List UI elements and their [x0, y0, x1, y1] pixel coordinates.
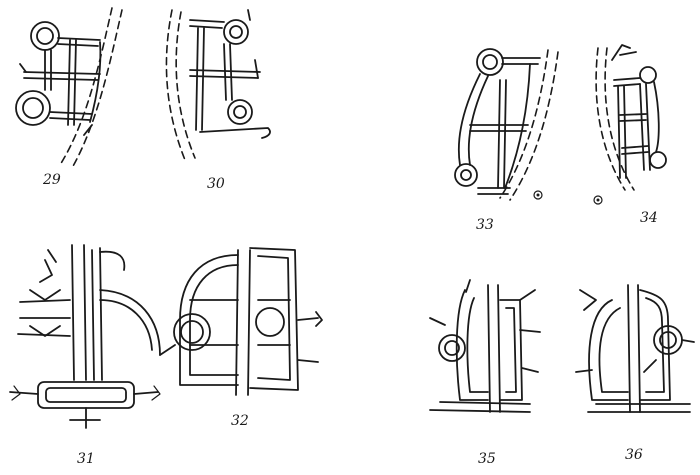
- figure-34-drawing: [593, 44, 667, 205]
- figure-label-32: 32: [231, 413, 249, 429]
- figure-label-29: 29: [43, 172, 61, 188]
- figure-label-34: 34: [640, 210, 658, 226]
- figure-label-33: 33: [476, 217, 494, 233]
- figure-35-drawing: [429, 279, 541, 413]
- figure-33-drawing: [454, 48, 559, 201]
- figure-30-drawing: [165, 9, 271, 161]
- figure-label-36: 36: [625, 447, 643, 463]
- figure-29-drawing: [15, 7, 123, 169]
- figure-label-35: 35: [478, 451, 496, 467]
- figure-32-drawing: [159, 247, 323, 396]
- figure-label-31: 31: [77, 451, 95, 467]
- figure-label-30: 30: [207, 176, 225, 192]
- figure-31-drawing: [9, 244, 161, 429]
- figure-36-drawing: [575, 284, 695, 413]
